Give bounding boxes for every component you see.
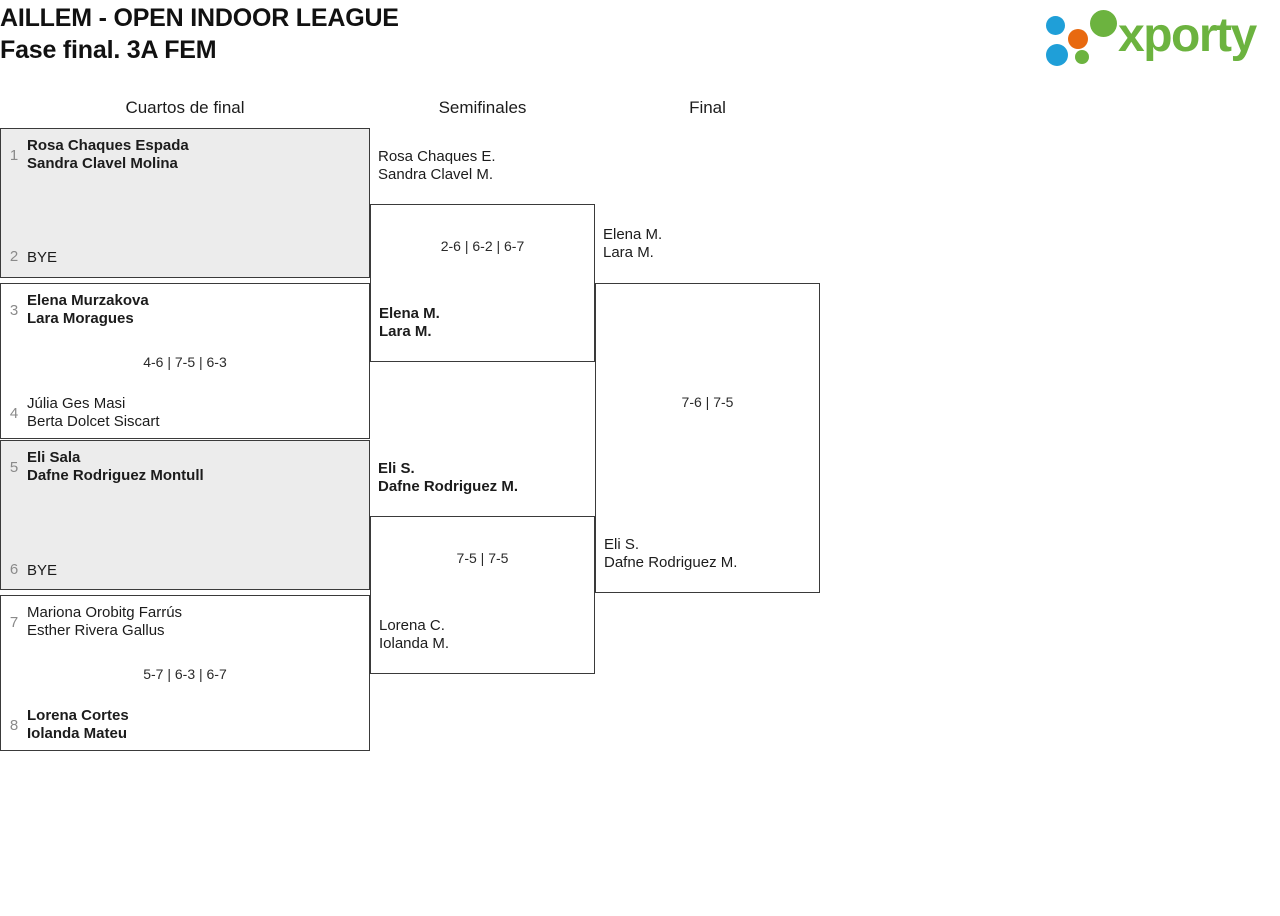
player-name: Mariona Orobitg Farrús — [27, 604, 183, 621]
player-name: Iolanda M. — [379, 635, 450, 652]
match-slot-top[interactable]: 1 Rosa Chaques Espada Sandra Clavel Moli… — [1, 137, 369, 173]
player-name: Dafne Rodriguez M. — [378, 478, 519, 495]
player-names: Rosa Chaques Espada Sandra Clavel Molina — [27, 137, 369, 173]
logo-dot-green-small — [1075, 50, 1089, 64]
xporty-logo[interactable]: xporty — [1046, 6, 1276, 68]
player-name: Lara M. — [379, 323, 432, 340]
match-quarterfinal-3[interactable]: 5 Eli Sala Dafne Rodriguez Montull 6 BYE — [0, 440, 370, 590]
match-slot-top[interactable]: 5 Eli Sala Dafne Rodriguez Montull — [1, 449, 369, 485]
player-name: Elena M. — [379, 305, 440, 322]
seed-number: 4 — [9, 405, 19, 422]
player-name: Dafne Rodriguez M. — [604, 554, 738, 571]
player-names: Mariona Orobitg Farrús Esther Rivera Gal… — [27, 604, 369, 640]
semifinal-1-top-entrant[interactable]: Rosa Chaques E. Sandra Clavel M. — [378, 148, 588, 184]
match-slot-bottom[interactable]: 4 Júlia Ges Masi Berta Dolcet Siscart — [1, 395, 369, 431]
seed-number: 6 — [9, 561, 19, 578]
semifinal-1-bottom-entrant[interactable]: Elena M. Lara M. — [379, 305, 589, 341]
player-name: Esther Rivera Gallus — [27, 622, 165, 639]
player-name: Lorena Cortes — [27, 707, 129, 724]
tournament-title: AILLEM - OPEN INDOOR LEAGUE Fase final. … — [0, 2, 399, 66]
player-name: Iolanda Mateu — [27, 725, 128, 742]
player-names: Elena Murzakova Lara Moragues — [27, 292, 369, 328]
tournament-name: AILLEM - OPEN INDOOR LEAGUE — [0, 4, 399, 32]
player-name: Sandra Clavel M. — [378, 166, 494, 183]
logo-dot-orange — [1068, 29, 1088, 49]
match-slot-bottom[interactable]: 2 BYE — [1, 247, 369, 267]
player-name: Elena M. — [603, 226, 663, 243]
logo-dot-blue-bottom — [1046, 44, 1068, 66]
seed-number: 2 — [9, 248, 19, 265]
logo-dot-blue-top — [1046, 16, 1065, 35]
logo-dot-green-large — [1090, 10, 1117, 37]
match-score: 2-6 | 6-2 | 6-7 — [440, 238, 525, 254]
round-header-quarterfinals: Cuartos de final — [125, 98, 245, 117]
match-slot-top[interactable]: 7 Mariona Orobitg Farrús Esther Rivera G… — [1, 604, 369, 640]
player-name: Rosa Chaques E. — [378, 148, 496, 165]
player-names: BYE — [27, 247, 369, 267]
seed-number: 1 — [9, 147, 19, 164]
round-header-semifinals: Semifinales — [438, 98, 527, 117]
player-names: Júlia Ges Masi Berta Dolcet Siscart — [27, 395, 369, 431]
seed-number: 5 — [9, 459, 19, 476]
player-name: Dafne Rodriguez Montull — [27, 467, 204, 484]
player-names: Eli Sala Dafne Rodriguez Montull — [27, 449, 369, 485]
player-names: Lorena Cortes Iolanda Mateu — [27, 707, 369, 743]
match-quarterfinal-4[interactable]: 7 Mariona Orobitg Farrús Esther Rivera G… — [0, 595, 370, 751]
match-quarterfinal-1[interactable]: 1 Rosa Chaques Espada Sandra Clavel Moli… — [0, 128, 370, 278]
player-name: Eli S. — [604, 536, 640, 553]
logo-wordmark: xporty — [1118, 9, 1257, 62]
match-final[interactable]: 7-6 | 7-5 Eli S. Dafne Rodriguez M. — [595, 283, 820, 593]
match-slot-top[interactable]: 3 Elena Murzakova Lara Moragues — [1, 292, 369, 328]
match-score: 7-6 | 7-5 — [681, 394, 734, 410]
player-name: Eli Sala — [27, 449, 81, 466]
page-header: AILLEM - OPEN INDOOR LEAGUE Fase final. … — [0, 0, 1280, 78]
player-name: Elena Murzakova — [27, 292, 149, 309]
bye-label: BYE — [27, 562, 58, 579]
player-name: Berta Dolcet Siscart — [27, 413, 160, 430]
player-name: Lara M. — [603, 244, 654, 261]
match-semifinal-2[interactable]: 7-5 | 7-5 Lorena C. Iolanda M. — [370, 516, 595, 674]
match-semifinal-1[interactable]: 2-6 | 6-2 | 6-7 Elena M. Lara M. — [370, 204, 595, 362]
semifinal-2-bottom-entrant[interactable]: Lorena C. Iolanda M. — [379, 617, 589, 653]
player-name: Lara Moragues — [27, 310, 134, 327]
match-score: 4-6 | 7-5 | 6-3 — [143, 354, 227, 370]
match-score: 5-7 | 6-3 | 6-7 — [143, 666, 227, 682]
bye-label: BYE — [27, 249, 58, 266]
logo-dots-icon — [1046, 10, 1118, 66]
match-quarterfinal-2[interactable]: 3 Elena Murzakova Lara Moragues 4 Júlia … — [0, 283, 370, 439]
player-name: Rosa Chaques Espada — [27, 137, 189, 154]
match-slot-bottom[interactable]: 6 BYE — [1, 560, 369, 580]
match-score: 7-5 | 7-5 — [456, 550, 509, 566]
tournament-phase: Fase final. 3A FEM — [0, 36, 217, 64]
seed-number: 7 — [9, 614, 19, 631]
match-slot-bottom[interactable]: 8 Lorena Cortes Iolanda Mateu — [1, 707, 369, 743]
player-name: Júlia Ges Masi — [27, 395, 126, 412]
final-top-entrant[interactable]: Elena M. Lara M. — [603, 226, 813, 262]
player-name: Lorena C. — [379, 617, 445, 634]
player-names: BYE — [27, 560, 369, 580]
seed-number: 3 — [9, 302, 19, 319]
semifinal-2-top-entrant[interactable]: Eli S. Dafne Rodriguez M. — [378, 460, 588, 496]
round-header-final: Final — [689, 98, 726, 117]
player-name: Sandra Clavel Molina — [27, 155, 178, 172]
player-name: Eli S. — [378, 460, 415, 477]
final-bottom-entrant[interactable]: Eli S. Dafne Rodriguez M. — [604, 536, 814, 572]
seed-number: 8 — [9, 717, 19, 734]
